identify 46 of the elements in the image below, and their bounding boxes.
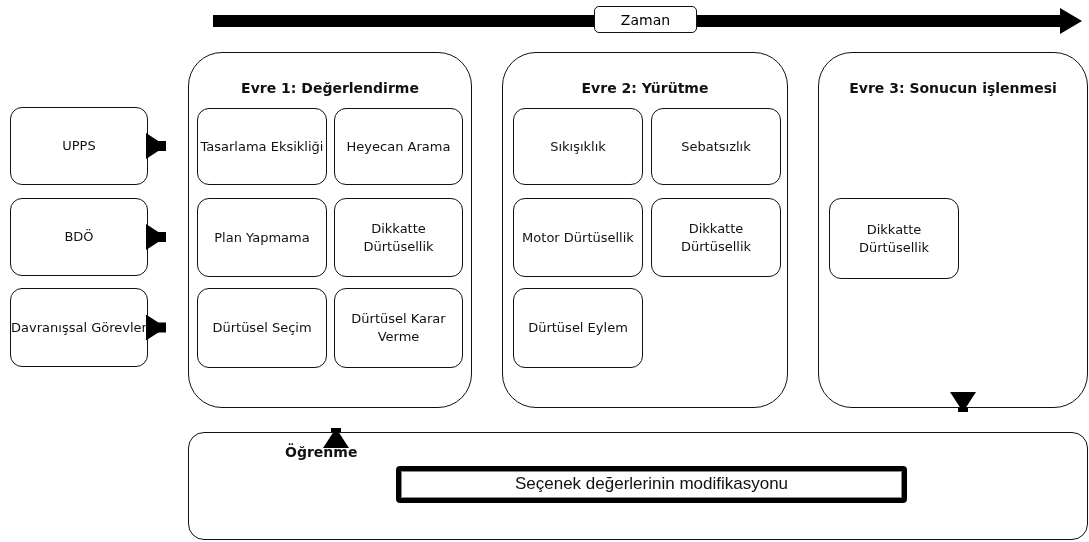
process-box — [513, 288, 643, 368]
arrow — [323, 428, 349, 448]
phase-panel — [502, 52, 788, 408]
arrow — [146, 133, 166, 159]
arrow — [146, 224, 166, 250]
phase-panel — [818, 52, 1088, 408]
process-box — [334, 198, 463, 277]
node-label: Dikkatte Dürtüsellik — [857, 220, 931, 257]
process-box — [10, 107, 148, 185]
process-box — [513, 108, 643, 185]
node-label: Dikkatte Dürtüsellik — [679, 219, 753, 256]
arrow — [146, 314, 166, 341]
node-label: Sıkışıklık — [550, 137, 606, 156]
node-label: Dürtüsel Karar Verme — [350, 310, 447, 346]
node-label: Sebatsızlık — [681, 137, 751, 156]
panel-heading: Evre 1: Değerlendirme — [241, 79, 419, 98]
node-label: Motor Dürtüsellik — [522, 228, 634, 247]
arrow — [950, 392, 976, 412]
process-box — [651, 198, 781, 277]
process-box — [829, 198, 959, 279]
process-box — [334, 108, 463, 185]
node-label: Heyecan Arama — [346, 137, 451, 156]
learning-panel — [188, 432, 1088, 540]
panel-heading: Evre 2: Yürütme — [581, 79, 709, 98]
node-label: Dürtüsel Seçim — [212, 319, 312, 337]
process-box — [10, 198, 148, 276]
node-label: Plan Yapmama — [214, 228, 310, 247]
node-label: UPPS — [62, 137, 96, 155]
node-label: BDÖ — [64, 228, 94, 246]
process-box — [651, 108, 781, 185]
node-label: Davranışsal Görevler — [11, 318, 147, 337]
node-label: Tasarlama Eksikliği — [200, 137, 324, 156]
panel-heading: Evre 3: Sonucun işlenmesi — [849, 79, 1057, 98]
process-box — [197, 108, 327, 185]
axis-label: Zaman — [594, 6, 697, 33]
process-box — [197, 198, 327, 277]
panel-heading: Öğrenme — [285, 443, 358, 462]
node-label: Dürtüsel Eylem — [528, 319, 628, 337]
process-box — [513, 198, 643, 277]
phase-panel — [188, 52, 472, 408]
process-box — [197, 288, 327, 368]
process-box — [334, 288, 463, 368]
process-box — [10, 288, 148, 367]
node-label: Dikkatte Dürtüsellik — [362, 219, 435, 256]
process-box — [396, 466, 907, 503]
node-label: Seçenek değerlerinin modifikasyonu — [514, 473, 789, 496]
